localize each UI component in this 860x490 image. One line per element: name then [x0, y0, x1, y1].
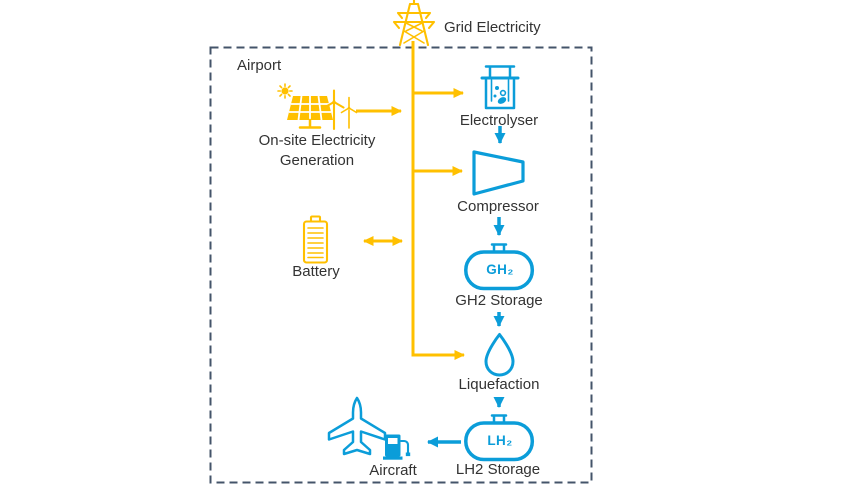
wind-turbine-icon — [323, 89, 358, 131]
grid-electricity-label: Grid Electricity — [444, 19, 541, 36]
battery-label: Battery — [292, 263, 340, 280]
airport-boundary-box — [209, 46, 593, 484]
airport-label: Airport — [237, 57, 282, 74]
lh2-storage-tank-icon — [464, 414, 535, 462]
power-line-grid-bus-to-liquefaction — [411, 41, 465, 360]
aircraft-label: Aircraft — [369, 462, 417, 479]
solar-panel-icon — [287, 95, 333, 129]
fuel-pump-icon — [383, 434, 411, 460]
liquefaction-label: Liquefaction — [458, 376, 540, 393]
solar-wind-generation-icon — [277, 83, 358, 131]
electrolyser-label: Electrolyser — [459, 112, 539, 129]
sun-icon — [277, 83, 293, 99]
onsite-generation-label: On-site Electricity Generation — [258, 132, 376, 169]
liquefaction-droplet-icon — [484, 333, 515, 377]
lh2-storage-label: LH2 Storage — [455, 461, 541, 478]
battery-icon — [302, 215, 329, 264]
gh2-tank-text: GH₂ — [486, 262, 514, 277]
lh2-tank-text: LH₂ — [487, 433, 513, 448]
compressor-label: Compressor — [457, 198, 539, 215]
gh2-storage-label: GH2 Storage — [455, 292, 543, 309]
gh2-storage-tank-icon — [464, 243, 535, 291]
compressor-icon — [472, 150, 525, 196]
electrolyser-icon — [480, 65, 520, 110]
transmission-tower-icon — [392, 0, 436, 47]
aircraft-icon — [327, 396, 387, 456]
